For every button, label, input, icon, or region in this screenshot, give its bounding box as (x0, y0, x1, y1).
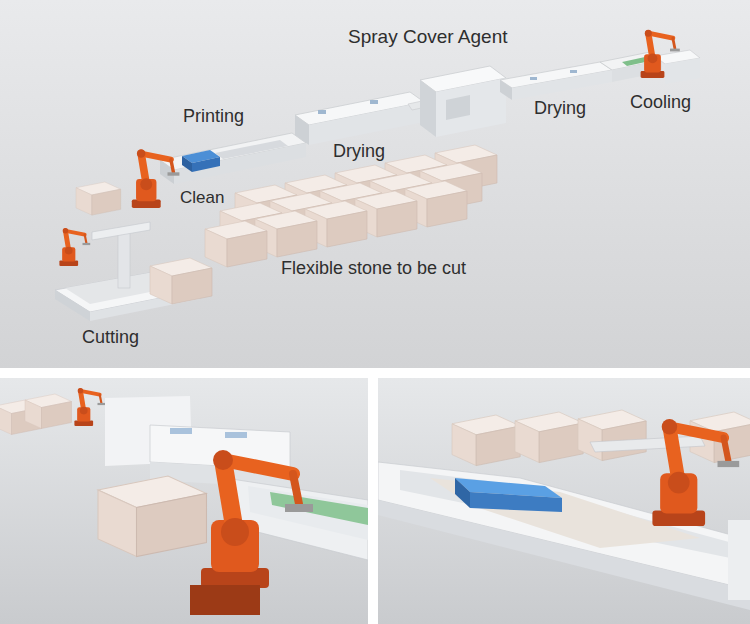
closeup-left (98, 476, 207, 557)
infeed-stone (76, 182, 121, 215)
closeup-right (652, 419, 739, 526)
printing-conveyor (192, 157, 220, 172)
drying-tunnel (530, 77, 537, 80)
process-label: Cutting (82, 327, 139, 349)
panel-separator (368, 378, 378, 624)
spray-machine (420, 66, 506, 137)
process-label: Drying (333, 141, 385, 163)
closeup-left (25, 394, 72, 429)
closeup-left (190, 585, 260, 615)
cutting-machine (92, 222, 150, 240)
closeup-right (728, 520, 750, 600)
drying-tunnel (318, 110, 326, 114)
cutting-machine (118, 228, 130, 288)
printing-conveyor (182, 156, 192, 172)
closeup-left (170, 428, 192, 434)
process-label: Cooling (630, 92, 691, 114)
closeup-left (74, 388, 105, 426)
cutting-machine (150, 258, 212, 304)
stone-blocks (205, 221, 267, 267)
drying-tunnel (295, 115, 309, 145)
drying-tunnel (500, 80, 512, 100)
closeup-right (590, 436, 705, 452)
closeup-left (201, 450, 313, 588)
closeup-left (225, 432, 247, 438)
spray-machine (436, 78, 506, 137)
closeup-right (515, 412, 583, 463)
process-label: Drying (534, 98, 586, 120)
floor (0, 0, 750, 368)
drying-tunnel (295, 92, 424, 145)
robot-arm (132, 149, 180, 208)
closeup-right (470, 492, 562, 512)
infeed-stone (76, 182, 121, 215)
closeup-right (578, 410, 646, 461)
robot-arm (641, 30, 680, 78)
drying-tunnel (309, 102, 424, 145)
stone-blocks (205, 145, 497, 267)
cutting-machine (59, 228, 90, 266)
closeup-right (378, 378, 750, 624)
process-label: Flexible stone to be cut (281, 258, 466, 280)
closeup-left (270, 492, 368, 525)
process-label: Clean (180, 188, 224, 208)
closeup-left (98, 476, 207, 557)
closeup-left (248, 486, 368, 540)
panel-separator (0, 368, 750, 378)
closeup-right (455, 478, 470, 508)
drying-tunnel (512, 70, 612, 100)
spray-machine (420, 80, 436, 137)
cutting-machine (55, 222, 212, 321)
drying-tunnel (570, 70, 577, 73)
spray-machine (446, 95, 470, 120)
closeup-left (0, 378, 368, 624)
printing-conveyor (160, 133, 306, 184)
closeup-left (0, 378, 368, 624)
process-label: Spray Cover Agent (348, 26, 507, 49)
process-label: Printing (183, 106, 244, 128)
closeup-right (378, 378, 750, 624)
printing-conveyor (215, 140, 288, 159)
closeup-right (452, 415, 520, 466)
cooling-unit (665, 58, 700, 84)
drying-tunnel (500, 62, 612, 100)
drying-tunnel (370, 100, 378, 104)
closeup-left (98, 490, 215, 565)
